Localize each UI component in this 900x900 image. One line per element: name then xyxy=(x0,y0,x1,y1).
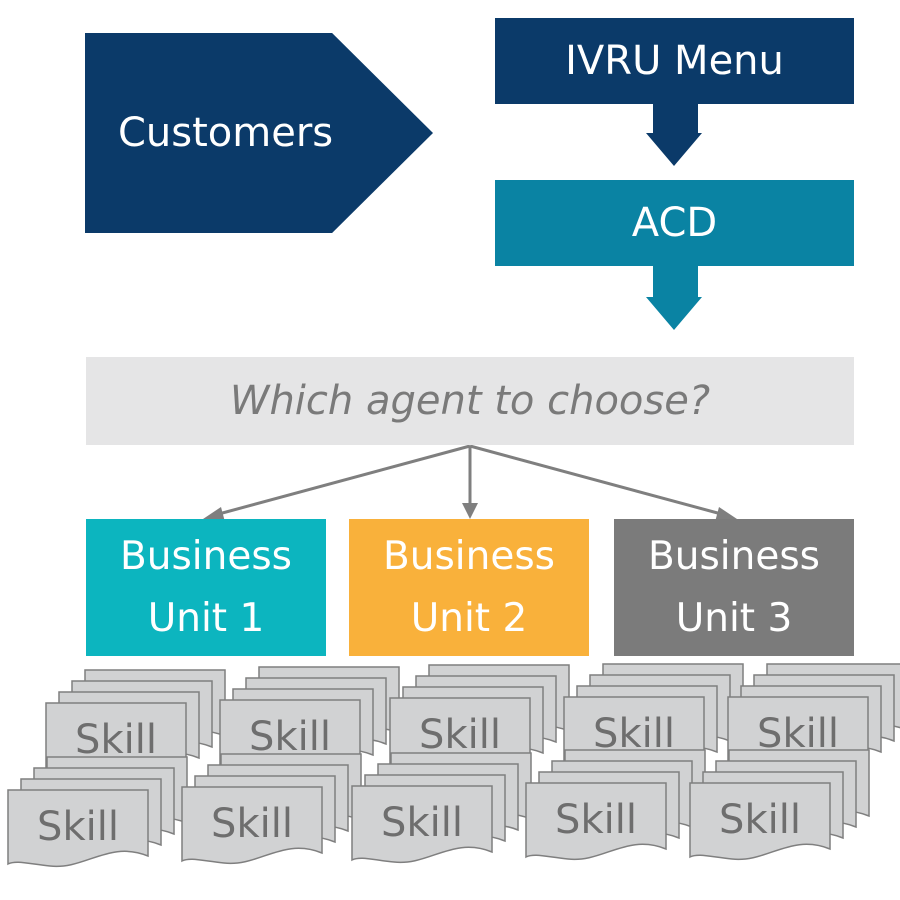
question-to-bu3-arrowhead xyxy=(715,507,737,522)
skill-label: Skill xyxy=(419,712,501,758)
question-to-bu3-line xyxy=(469,444,726,517)
skill-stack: Skill xyxy=(351,752,532,864)
agent-question-text: Which agent to choose? xyxy=(229,378,711,424)
acd-node: ACD xyxy=(495,180,854,266)
business-unit-3-line1: Business xyxy=(648,533,820,579)
business-unit-2-line2: Unit 2 xyxy=(410,595,528,641)
customers-label: Customers xyxy=(118,110,334,156)
skill-stack: Skill xyxy=(7,756,188,868)
skill-label: Skill xyxy=(75,717,157,763)
ivru-to-acd-arrow xyxy=(646,104,702,166)
skill-sheet xyxy=(689,782,831,861)
skill-stack: Skill xyxy=(525,749,706,861)
question-to-bu1-arrowhead xyxy=(203,507,225,522)
business-unit-2: Business Unit 2 xyxy=(349,519,589,656)
question-to-bu1-line xyxy=(214,444,471,517)
acd-to-question-arrow xyxy=(646,266,702,330)
business-unit-3-line2: Unit 3 xyxy=(675,595,793,641)
business-unit-3: Business Unit 3 xyxy=(614,519,854,656)
business-unit-1-line2: Unit 1 xyxy=(147,595,265,641)
skill-sheet xyxy=(7,789,149,868)
business-unit-2-line1: Business xyxy=(383,533,555,579)
business-unit-1: Business Unit 1 xyxy=(86,519,326,656)
skill-label: Skill xyxy=(555,797,637,843)
skill-label: Skill xyxy=(211,801,293,847)
skill-stack: Skill xyxy=(181,753,362,865)
skill-stack: Skill xyxy=(689,749,870,861)
skill-stack: Skill xyxy=(563,663,744,775)
business-unit-1-line1: Business xyxy=(120,533,292,579)
skill-label: Skill xyxy=(249,714,331,760)
skill-sheet xyxy=(351,785,493,864)
skill-label: Skill xyxy=(719,797,801,843)
skill-label: Skill xyxy=(37,804,119,850)
ivru-menu-label: IVRU Menu xyxy=(565,38,784,84)
ivru-menu-node: IVRU Menu xyxy=(495,18,854,104)
skill-label: Skill xyxy=(381,800,463,846)
skill-sheet xyxy=(181,786,323,865)
question-to-bu2-arrowhead xyxy=(462,503,478,519)
agent-question-bar: Which agent to choose? xyxy=(86,357,854,445)
acd-label: ACD xyxy=(631,200,718,246)
skill-sheet xyxy=(525,782,667,861)
